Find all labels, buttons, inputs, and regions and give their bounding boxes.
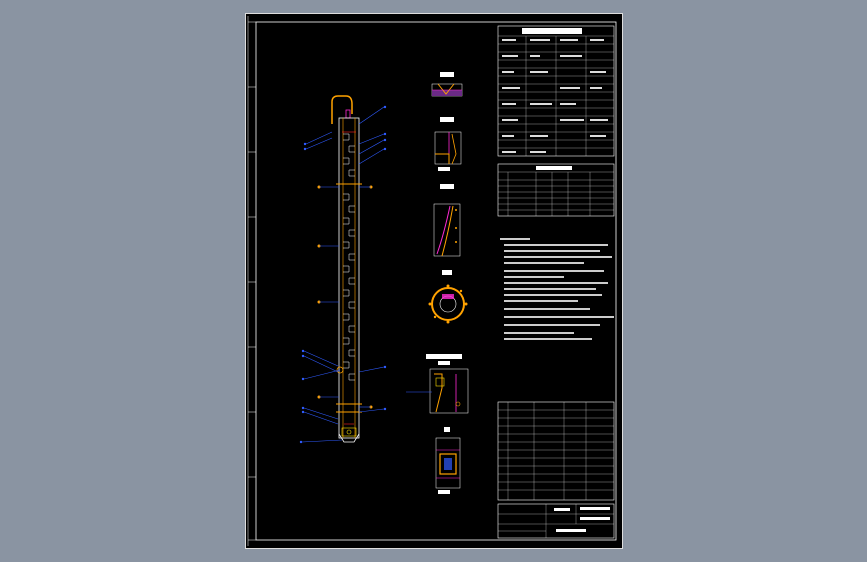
technical-notes: [500, 238, 614, 340]
detail-view-4: [428, 270, 468, 324]
detail-view-5: [406, 354, 469, 414]
center-line-marks: [342, 131, 356, 425]
detail-view-6: [435, 427, 461, 494]
detail-view-2: [434, 117, 462, 171]
tower-shell: [338, 117, 360, 439]
nozzle-markers: [317, 185, 373, 409]
parts-list-table: [497, 401, 615, 501]
detail-view-3: [433, 184, 461, 257]
inner-frame: [255, 21, 617, 541]
nozzle-table: [497, 163, 615, 217]
leader-labels: [299, 105, 387, 444]
cad-drawing: [247, 16, 617, 546]
detail-view-1: [431, 72, 463, 97]
leader-lines: [301, 106, 385, 443]
bottom-head: [341, 427, 357, 437]
left-zone-marks: [247, 16, 256, 546]
shell-flanges: [336, 183, 362, 413]
design-data-table: [497, 25, 615, 157]
drawing-sheet: [245, 13, 623, 549]
side-nozzle: [336, 366, 344, 374]
overhead-pipe: [331, 95, 353, 124]
title-block: [497, 503, 615, 539]
tower-elevation: [299, 95, 387, 444]
top-nozzle: [345, 109, 351, 119]
tray-set: [343, 133, 355, 381]
